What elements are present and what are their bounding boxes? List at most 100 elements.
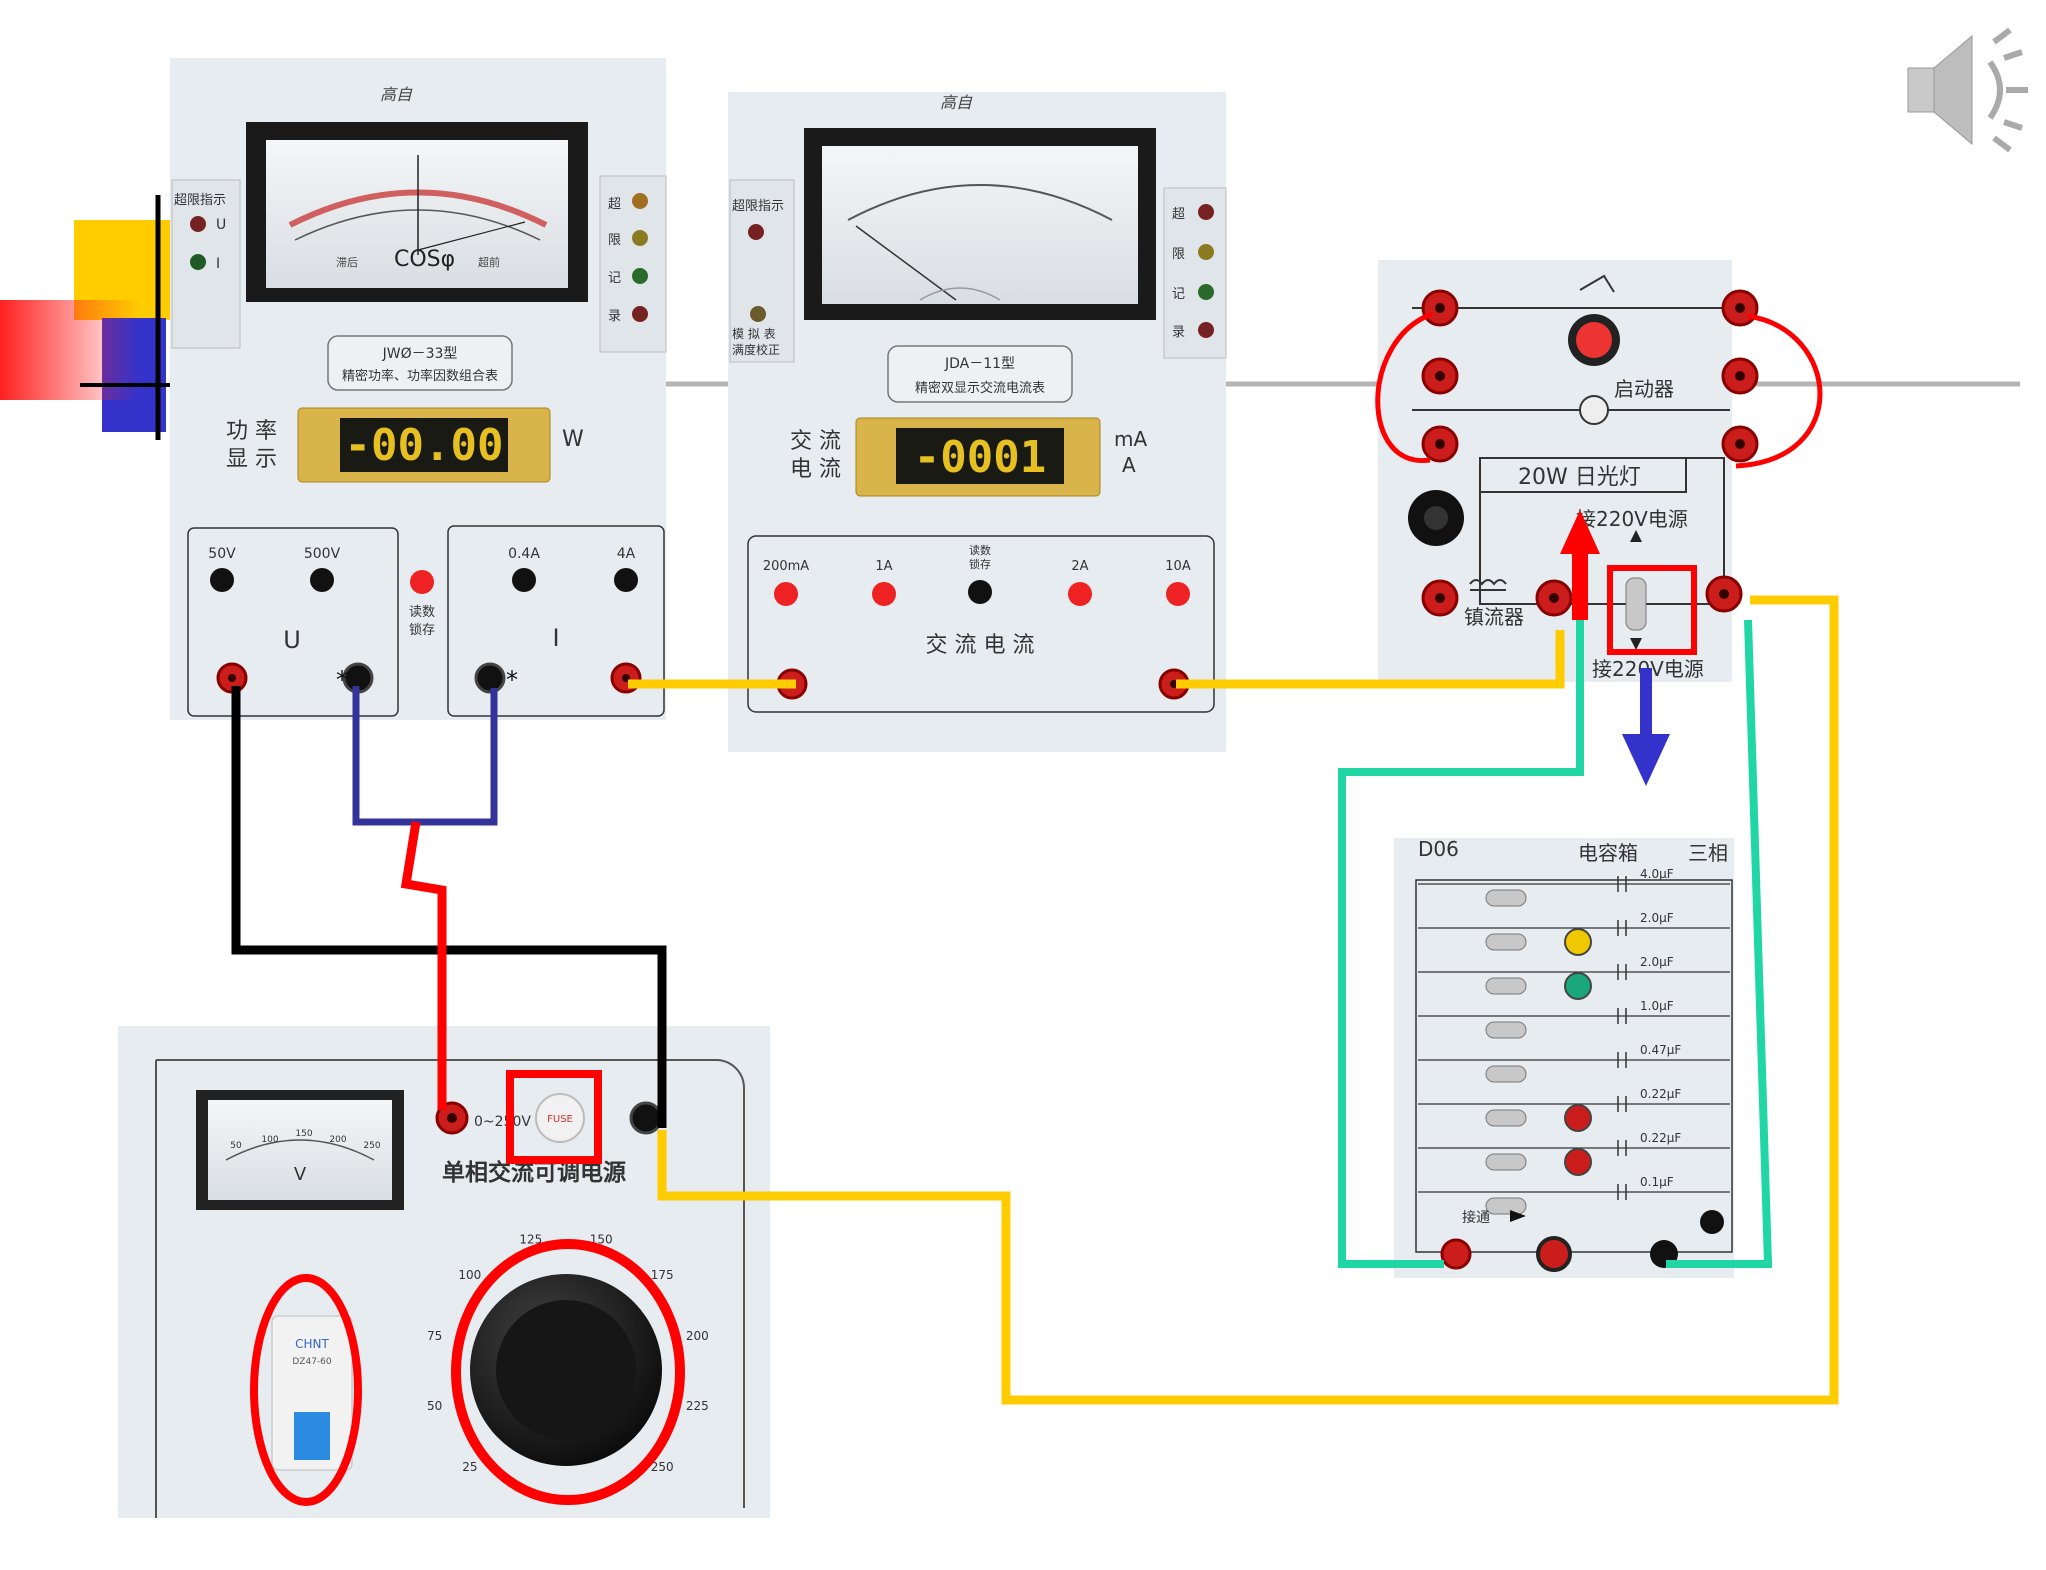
read-lock-button[interactable] <box>410 570 434 594</box>
ammeter-display-label-1: 交 流 <box>790 429 841 454</box>
voltmeter-tick-label: 250 <box>363 1141 380 1151</box>
circuit-breaker[interactable] <box>271 1315 353 1471</box>
power-meter-panel: 高自 COSφ 滞后 超前 超限指示 U I 超 限 记 录 JWØ－33型 精… <box>170 58 667 720</box>
ammeter-range-section <box>747 535 1215 713</box>
am-range-1a-label: 1A <box>875 559 892 574</box>
power-display-value: -00.00 <box>345 420 504 471</box>
cos-phi-label: COSφ <box>394 247 455 272</box>
cap-toggle-4[interactable] <box>1485 1021 1527 1039</box>
cap-value-label: 0.47μF <box>1640 1043 1681 1057</box>
model-desc: 精密功率、功率因数组合表 <box>342 368 498 384</box>
power-toggle-switch[interactable] <box>1625 577 1647 631</box>
ammeter-unit-ma: mA <box>1114 427 1147 451</box>
capacitor-box: D06 电容箱 三相 4.0μF2.0μF2.0μF1.0μF0.47μF0.2… <box>1394 837 1734 1278</box>
fuse-holder[interactable] <box>535 1093 585 1143</box>
lag-label: 滞后 <box>336 256 358 269</box>
ammeter-panel: 高自 超限指示 模 拟 表 满度校正 超 限 记 录 JDA－11型 精密双显示… <box>728 92 1227 752</box>
knob-tick-label: 75 <box>427 1329 442 1343</box>
ammeter-overlimit-title: 超限指示 <box>732 199 784 214</box>
switch-up-label: 接220V电源 <box>1576 507 1688 531</box>
knob-tick-label: 175 <box>651 1268 674 1282</box>
breaker-toggle[interactable] <box>294 1412 330 1460</box>
starter-button[interactable] <box>1576 322 1612 358</box>
am-range-1a-button[interactable] <box>872 582 896 606</box>
overlimit-i-label: I <box>216 256 220 272</box>
cap-toggle-7[interactable] <box>1485 1153 1527 1171</box>
am-read-lock-button[interactable] <box>968 580 992 604</box>
supply-output-neutral[interactable] <box>629 1101 663 1135</box>
ammeter-overlimit-led <box>748 224 764 240</box>
read-lock-label-2: 锁存 <box>409 622 435 638</box>
cap-jack-6[interactable] <box>1564 1104 1592 1132</box>
cap-terminal-4[interactable] <box>1700 1210 1724 1234</box>
calibration-label-1: 模 拟 表 <box>732 327 776 341</box>
pm-star-label-1: * <box>336 666 348 694</box>
cap-value-label: 2.0μF <box>1640 911 1674 925</box>
cap-jack-3[interactable] <box>1564 972 1592 1000</box>
power-unit: W <box>562 427 584 452</box>
knob-tick-label: 250 <box>651 1460 674 1474</box>
record-led-3 <box>632 268 648 284</box>
range-50v-button[interactable] <box>210 568 234 592</box>
knob-tick-label: 125 <box>519 1233 542 1247</box>
speaker-icon[interactable] <box>1907 27 2028 153</box>
cap-terminal-2[interactable] <box>1536 1236 1572 1272</box>
am-range-2a-label: 2A <box>1071 559 1088 574</box>
cap-toggle-6[interactable] <box>1485 1109 1527 1127</box>
lamp-label: 20W 日光灯 <box>1518 465 1641 490</box>
ammeter-model-desc: 精密双显示交流电流表 <box>915 380 1045 396</box>
wire-teal-2 <box>1666 619 1773 1268</box>
cap-toggle-3[interactable] <box>1485 977 1527 995</box>
knob-tick-label: 25 <box>462 1460 477 1474</box>
overlimit-u-led <box>190 216 206 232</box>
wire-teal-1 <box>1338 618 1584 1268</box>
model-label: JWØ－33型 <box>382 346 458 362</box>
record-led-1 <box>632 193 648 209</box>
calibration-knob[interactable] <box>750 306 766 322</box>
slide-decoration <box>0 195 180 440</box>
am-range-2a-button[interactable] <box>1068 582 1092 606</box>
range-4a-label: 4A <box>617 546 636 562</box>
cap-toggle-8[interactable] <box>1485 1197 1527 1215</box>
cap-jack-2[interactable] <box>1564 928 1592 956</box>
lamp-loop-right <box>1735 313 1823 469</box>
cap-toggle-5[interactable] <box>1485 1065 1527 1083</box>
cap-toggle-1[interactable] <box>1485 889 1527 907</box>
range-4a-button[interactable] <box>614 568 638 592</box>
read-lock-label-1: 读数 <box>409 605 435 620</box>
cap-terminal-1[interactable] <box>1440 1238 1472 1270</box>
range-500v-button[interactable] <box>310 568 334 592</box>
capbox-subtitle: 电容箱 <box>1578 841 1638 865</box>
breaker-model: DZ47-60 <box>292 1357 332 1367</box>
am-record-label-3: 记 <box>1172 287 1185 302</box>
pm-terminal-i-star[interactable] <box>474 662 506 694</box>
cap-value-label: 0.1μF <box>1640 1175 1674 1189</box>
capbox-title: D06 <box>1418 837 1459 861</box>
cap-jack-7[interactable] <box>1564 1148 1592 1176</box>
voltmeter-tick-label: 200 <box>329 1135 346 1145</box>
ammeter-panel-title: 交 流 电 流 <box>926 633 1035 658</box>
wire-black <box>231 686 667 1128</box>
connect-label: 接通 <box>1462 1209 1490 1226</box>
am-read-lock-label-2: 锁存 <box>969 557 991 571</box>
lead-label: 超前 <box>478 255 500 269</box>
record-led-2 <box>632 230 648 246</box>
cap-value-label: 2.0μF <box>1640 955 1674 969</box>
cap-value-label: 1.0μF <box>1640 999 1674 1013</box>
cap-toggle-2[interactable] <box>1485 933 1527 951</box>
am-record-led-3 <box>1198 284 1214 300</box>
ballast-label: 镇流器 <box>1464 605 1524 629</box>
pm-star-label-2: * <box>506 666 518 694</box>
am-range-200ma-label: 200mA <box>763 559 809 574</box>
voltage-section <box>187 527 399 717</box>
am-range-10a-button[interactable] <box>1166 582 1190 606</box>
switch-highlight <box>1607 565 1697 655</box>
wire-yellow-3 <box>657 595 1839 1405</box>
range-0.4a-button[interactable] <box>512 568 536 592</box>
knob-tick-label: 100 <box>458 1268 481 1282</box>
am-range-200ma-button[interactable] <box>774 582 798 606</box>
u-section-label: U <box>283 626 301 654</box>
current-section <box>447 525 665 717</box>
breaker-highlight <box>250 1274 362 1506</box>
